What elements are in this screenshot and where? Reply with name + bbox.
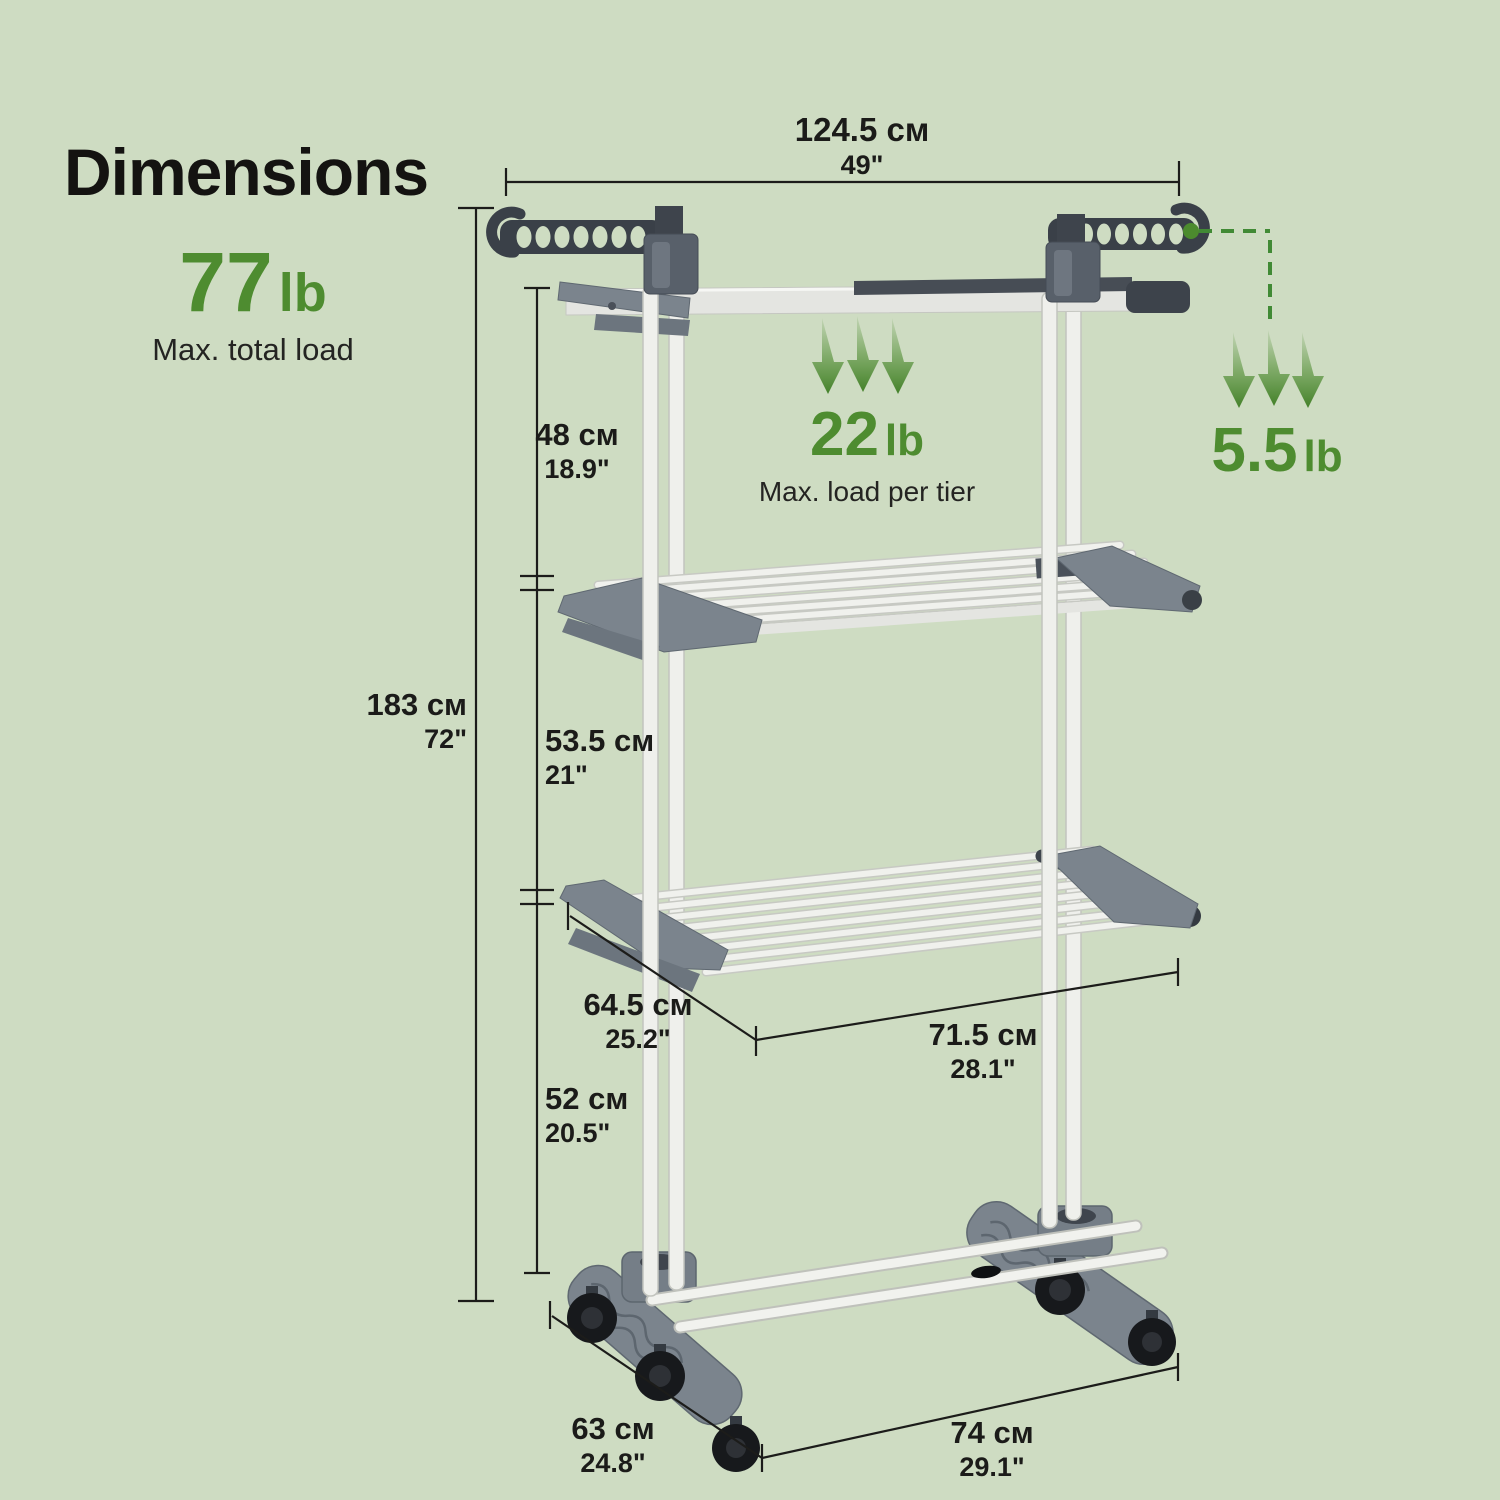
page-title: Dimensions xyxy=(64,135,429,209)
top-shelf xyxy=(557,277,1190,336)
rack-poles-back xyxy=(668,255,1082,1291)
hanger-tip-marker xyxy=(1183,223,1272,325)
hanger-load-arrows-icon xyxy=(1223,330,1324,408)
pole-mount-brackets xyxy=(643,206,1101,303)
base-bars xyxy=(645,1219,1169,1334)
dimension-lines xyxy=(458,161,1181,1472)
tier-load-arrows-icon xyxy=(812,316,914,394)
total-load-caption: Max. total load xyxy=(152,332,354,367)
tier-3-shelf xyxy=(559,845,1201,992)
tier-load-caption: Max. load per tier xyxy=(758,476,976,507)
